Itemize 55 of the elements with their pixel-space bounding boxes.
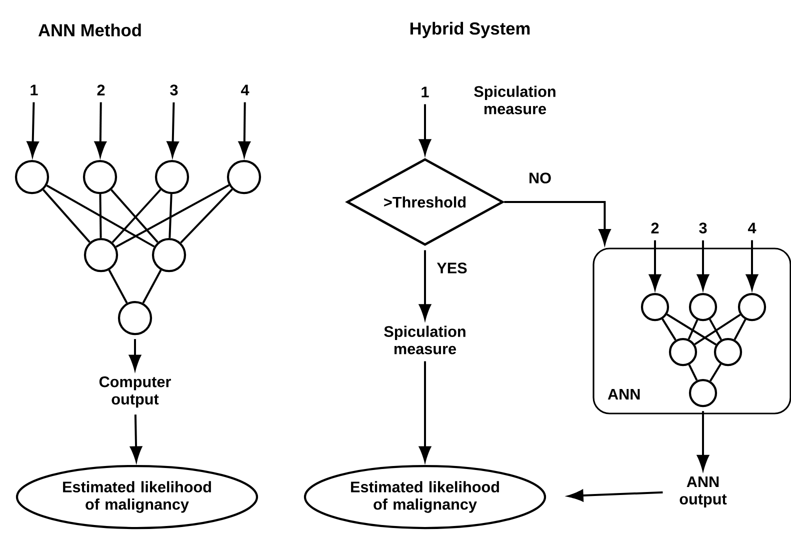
output-text: Computer output (99, 376, 171, 408)
arrow (697, 411, 709, 470)
neuron-circle (14, 160, 50, 194)
neuron-circle (738, 292, 766, 322)
arrow (419, 361, 431, 462)
connection-line (116, 184, 230, 248)
section-heading: Hybrid System (410, 22, 530, 38)
arrow (166, 102, 179, 157)
output-text: Spiculation measure (384, 326, 466, 354)
neuron-circle (714, 338, 742, 366)
arrow (746, 240, 758, 290)
connection-line (662, 318, 676, 341)
neuron-circle (226, 160, 262, 194)
connection-line (688, 319, 698, 340)
connection-line (42, 189, 90, 243)
connection-line (734, 318, 746, 340)
input-number: 4 (240, 84, 250, 96)
connection-line (99, 194, 102, 238)
connection-line (142, 270, 162, 304)
section-heading: ANN Method (38, 24, 141, 36)
neuron-circle (688, 292, 718, 322)
input-number: 2 (97, 84, 105, 96)
neuron-circle (84, 238, 118, 272)
connection-line (108, 270, 128, 304)
arrow (130, 414, 142, 462)
annotation-text: Spiculation measure (474, 86, 556, 114)
input-number: 3 (699, 222, 707, 234)
neuron-circle (688, 378, 718, 408)
arrow (697, 240, 709, 290)
neuron-circle (82, 160, 118, 194)
input-number: 1 (30, 84, 38, 96)
connection-line (708, 318, 722, 340)
network-box: ANN (592, 248, 791, 414)
connection-line (180, 188, 233, 244)
edge-label: YES (435, 261, 469, 275)
arrow (26, 102, 39, 157)
connection-line (666, 314, 717, 346)
connection-line (46, 184, 155, 248)
connection-line (694, 314, 741, 346)
neuron-circle (152, 238, 186, 272)
connection-line (688, 364, 698, 381)
arrow (129, 339, 141, 370)
input-number: 3 (170, 84, 178, 96)
neuron-circle (154, 160, 190, 194)
connection-line (709, 364, 722, 382)
input-number: 2 (651, 222, 659, 234)
neuron-circle (118, 300, 152, 336)
arrow (649, 240, 661, 290)
output-text: ANN output (680, 476, 727, 508)
neuron-circle (668, 338, 698, 366)
connection-line (168, 194, 172, 238)
edge-label: NO (527, 171, 553, 185)
input-number: 1 (422, 86, 429, 98)
input-number: 4 (748, 222, 756, 234)
neuron-circle (640, 292, 670, 322)
